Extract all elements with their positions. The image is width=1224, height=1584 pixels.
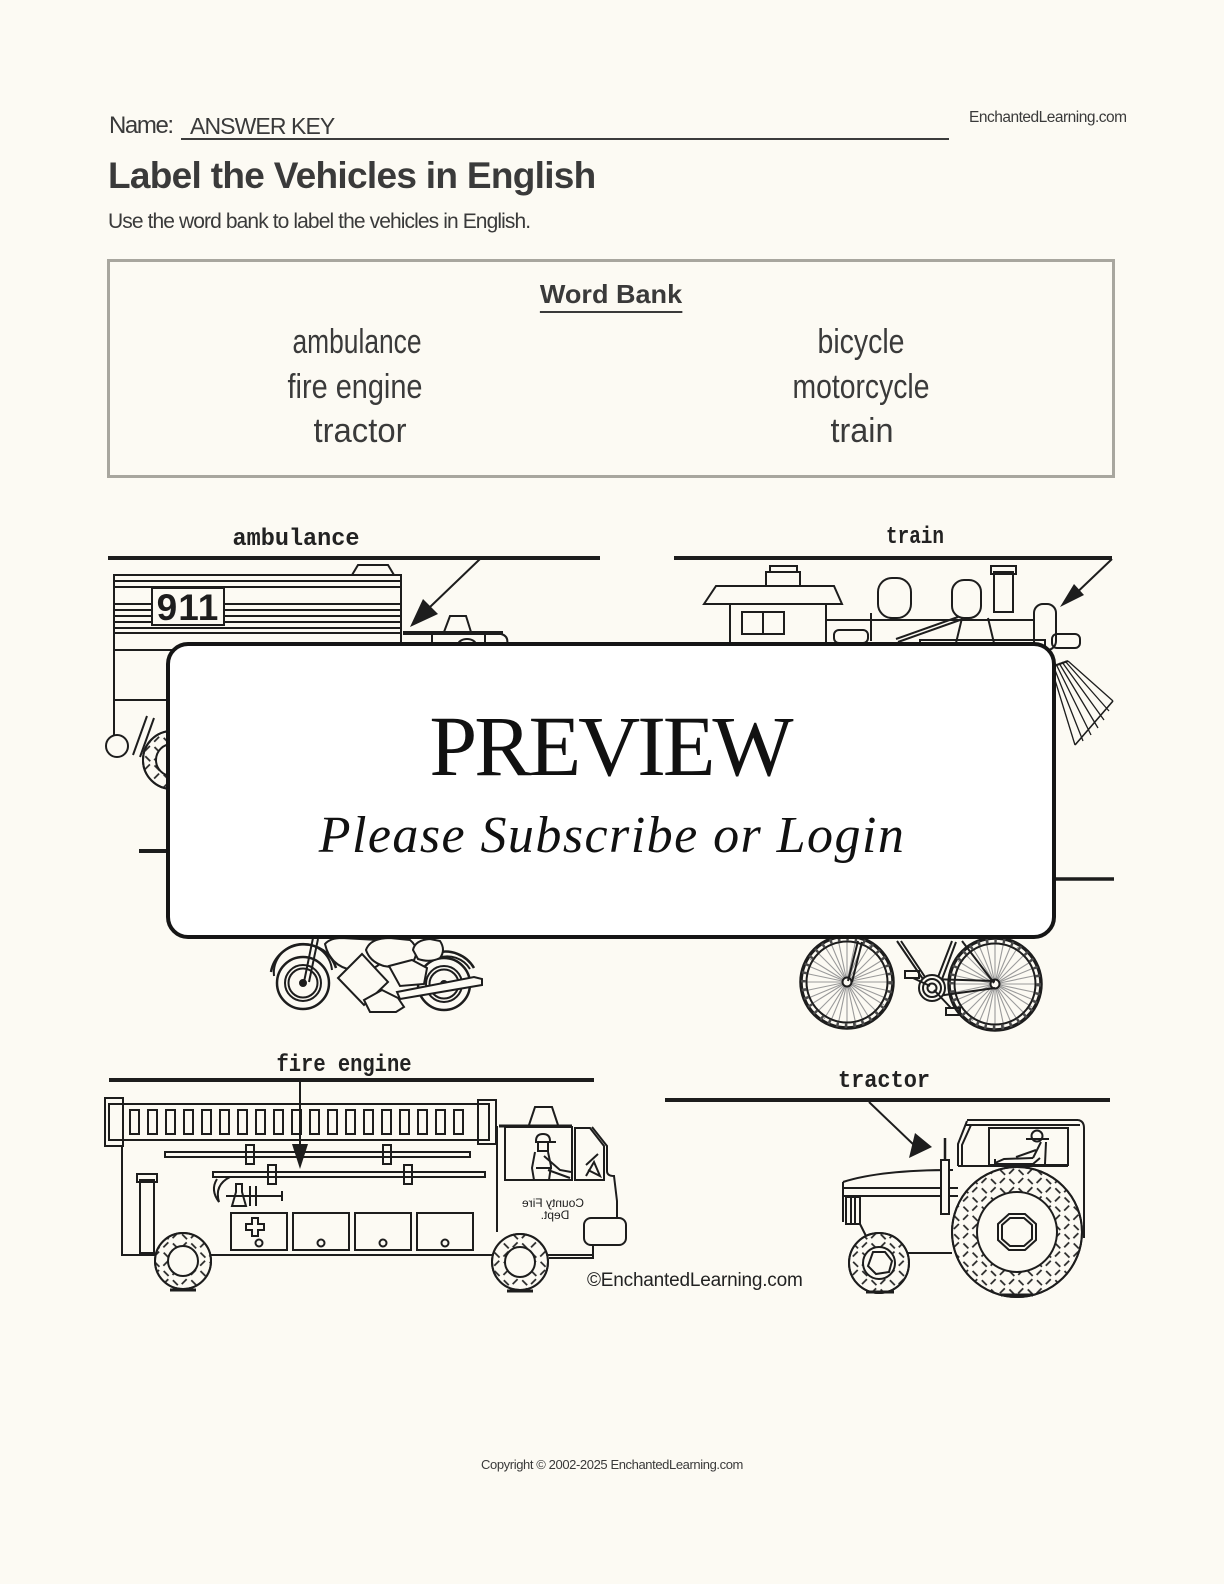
- svg-text:Dept.: Dept.: [541, 1208, 570, 1222]
- svg-text:911: 911: [157, 587, 220, 628]
- svg-text:County Fire: County Fire: [522, 1196, 584, 1210]
